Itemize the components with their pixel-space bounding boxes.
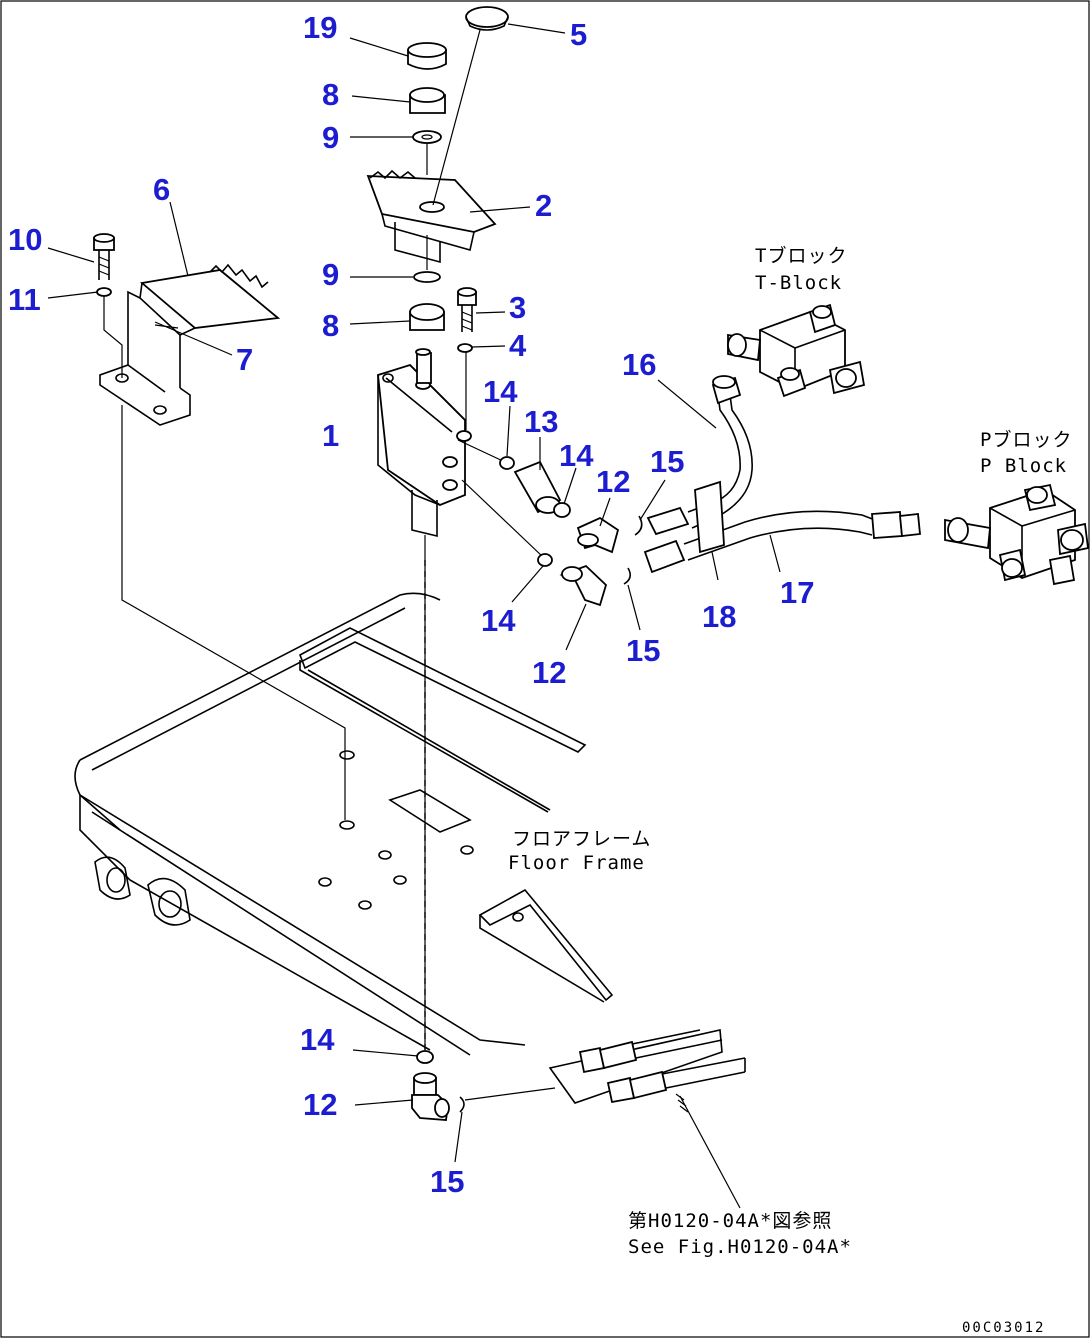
o-ring-14d: [416, 1050, 434, 1064]
see-fig-label-en: See Fig.H0120-04A*: [628, 1236, 852, 1258]
hoses: [643, 375, 921, 581]
floor-frame-label-en: Floor Frame: [508, 852, 645, 874]
callout-5: 5: [570, 17, 587, 52]
floor-frame-label-jp: フロアフレーム: [512, 828, 651, 850]
floor-frame-drawing: [74, 592, 614, 1056]
t-block-valve: [727, 303, 866, 398]
valve-body-1: [377, 348, 472, 1050]
p-block-label-jp: Pブロック: [980, 428, 1072, 451]
figure-code: 00C03012: [962, 1320, 1045, 1336]
callout-10: 10: [8, 222, 42, 257]
callout-7: 7: [236, 342, 253, 377]
callout-8-lower: 8: [322, 308, 339, 343]
t-block-label-jp: Tブロック: [755, 244, 847, 267]
bolt-10-axis: [103, 296, 123, 378]
callout-14-d: 14: [300, 1022, 335, 1057]
t-block-label-en: T-Block: [755, 272, 842, 294]
p-block-valve: [944, 483, 1089, 586]
callout-18: 18: [702, 599, 736, 634]
leader-lines: [47, 23, 781, 1163]
o-ring-15a: [634, 515, 643, 536]
o-ring-15b: [623, 567, 632, 585]
p-block-label-en: P Block: [980, 455, 1067, 477]
callout-2: 2: [535, 188, 552, 223]
o-ring-14c: [537, 553, 553, 567]
bolt-10: [93, 233, 115, 280]
callout-14-b: 14: [559, 438, 594, 473]
bolt-3: [457, 287, 477, 332]
callout-4: 4: [509, 328, 527, 363]
button-5: [432, 6, 509, 206]
callout-15-c: 15: [430, 1164, 464, 1199]
see-fig-label-jp: 第H0120-04A*図参照: [628, 1210, 832, 1232]
callout-17: 17: [780, 575, 814, 610]
callout-12-b: 12: [532, 655, 566, 690]
annotation-notes: Tブロック T-Block Pブロック P Block フロアフレーム Floo…: [508, 244, 1072, 1336]
washer-9-lower: [413, 271, 441, 283]
o-ring-15c: [459, 1096, 465, 1113]
o-ring-14a: [499, 456, 515, 470]
bracket-6: [99, 263, 281, 426]
callout-3: 3: [509, 290, 526, 325]
callout-15-b: 15: [626, 633, 660, 668]
callout-1: 1: [322, 418, 339, 453]
callout-14-c: 14: [481, 603, 516, 638]
callout-12-a: 12: [596, 464, 630, 499]
callout-12-c: 12: [303, 1087, 337, 1122]
callout-14-a: 14: [483, 374, 518, 409]
callout-16: 16: [622, 347, 656, 382]
callout-9-upper: 9: [322, 120, 339, 155]
mount-axis-line: [121, 405, 346, 820]
o-ring-14b: [553, 502, 571, 518]
callout-19: 19: [303, 10, 337, 45]
callout-11: 11: [8, 282, 41, 317]
callout-numbers: 19 5 8 9 2 6 10 9 11 3 8 4 7 16 14 13 1 …: [8, 10, 814, 1199]
callout-6: 6: [153, 172, 170, 207]
callout-15-a: 15: [650, 444, 684, 479]
washer-9-upper: [412, 130, 442, 144]
fittings-group: [457, 439, 643, 607]
washer-4: [457, 343, 473, 353]
callout-8-upper: 8: [322, 77, 339, 112]
washer-11: [96, 287, 112, 297]
callout-13: 13: [524, 404, 558, 439]
pedal-stack-parts: [366, 42, 497, 331]
bottom-fittings: [411, 560, 746, 1209]
callout-9-lower: 9: [322, 257, 339, 292]
